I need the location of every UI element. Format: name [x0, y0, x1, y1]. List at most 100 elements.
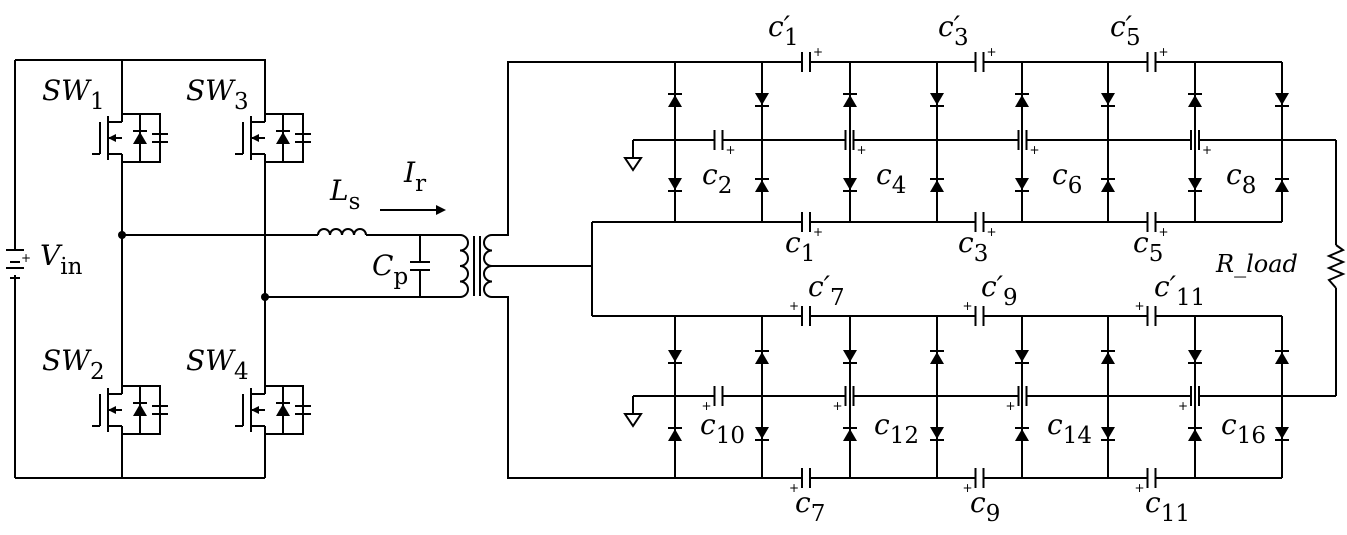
mosfet-switch — [92, 108, 168, 168]
capacitor — [713, 130, 724, 150]
diode-body — [1015, 95, 1029, 107]
diode-body — [1015, 178, 1029, 190]
diode-body — [1275, 352, 1289, 364]
diode — [1275, 178, 1289, 192]
capacitor — [974, 52, 985, 72]
diode — [755, 93, 769, 107]
diode — [1015, 93, 1029, 107]
label-switch: SW3 — [186, 74, 249, 115]
label-switch: SW4 — [186, 344, 249, 385]
capacitor-plus-sign: + — [856, 143, 866, 157]
mosfet-arrow — [251, 134, 259, 142]
label-cap-even-bot: c14 — [1047, 408, 1092, 449]
label-ir: Ir — [403, 156, 426, 197]
capacitor-plus-sign: + — [1005, 399, 1015, 413]
diode — [668, 93, 682, 107]
label-vin: Vin — [40, 239, 83, 280]
capacitor-plus-sign: + — [1158, 225, 1168, 239]
diode-body — [1188, 178, 1202, 190]
capacitor — [801, 306, 811, 326]
capacitor-plus-sign: + — [1202, 143, 1212, 157]
diode-body — [1101, 93, 1115, 105]
diode — [1015, 350, 1029, 364]
diode-body — [1101, 352, 1115, 364]
capacitor — [1146, 52, 1157, 72]
diode — [668, 427, 682, 441]
label-switch: SW1 — [42, 74, 105, 115]
capacitor-plus-sign: + — [986, 225, 996, 239]
diode-body — [755, 352, 769, 364]
label-cap-even-top: c4 — [876, 158, 906, 199]
diode — [755, 427, 769, 441]
label-cap-prime-bot: c′11 — [1154, 270, 1205, 311]
body-diode — [276, 132, 290, 144]
diode — [755, 350, 769, 364]
label-cap-even-top: c8 — [1226, 158, 1256, 199]
body-diode — [133, 404, 147, 416]
diode-body — [930, 352, 944, 364]
current-arrowhead — [436, 205, 446, 215]
diode-body — [1188, 350, 1202, 362]
diode-body — [755, 180, 769, 192]
capacitor-plus-sign: + — [1158, 45, 1168, 59]
capacitor-plus-sign: + — [1134, 299, 1144, 313]
ground-triangle — [623, 413, 643, 428]
label-cap-mid-top: c5 — [1133, 226, 1163, 267]
capacitor-plus-sign: + — [813, 225, 823, 239]
diode-body — [1275, 93, 1289, 105]
diode-body — [668, 429, 682, 441]
diode-body — [1101, 180, 1115, 192]
capacitor-plus-sign: + — [725, 143, 735, 157]
capacitor — [1017, 130, 1028, 150]
label-cap-even-bot: c16 — [1221, 408, 1266, 449]
label-ls: Ls — [329, 174, 360, 215]
diode — [843, 93, 857, 107]
diode-body — [843, 350, 857, 362]
capacitor — [974, 468, 985, 488]
diode-body — [843, 178, 857, 190]
capacitor-plus-sign: + — [789, 481, 799, 495]
capacitor-plus-sign: + — [1029, 143, 1039, 157]
capacitor — [801, 468, 811, 488]
label-cap-even-top: c2 — [702, 158, 732, 199]
capacitor — [713, 386, 724, 406]
label-rload: R_load — [1215, 250, 1298, 278]
body-diode — [133, 132, 147, 144]
body-diode — [276, 404, 290, 416]
wire — [492, 61, 675, 236]
label-cap-even-bot: c12 — [874, 408, 919, 449]
diode — [1275, 93, 1289, 107]
label-cap-even-bot: c10 — [700, 408, 745, 449]
diode-body — [1188, 95, 1202, 107]
label-cap-mid-top: c1 — [785, 226, 815, 267]
capacitor-plus-sign: + — [701, 399, 711, 413]
label-cp: Cp — [372, 249, 408, 290]
diode — [1101, 350, 1115, 364]
label-cap-prime-bot: c′7 — [808, 270, 845, 311]
diode-body — [1101, 427, 1115, 439]
diode — [930, 178, 944, 192]
diode — [930, 93, 944, 107]
diode-body — [1015, 350, 1029, 362]
capacitor — [801, 52, 811, 72]
diode — [668, 178, 682, 192]
capacitor-plus-sign: + — [1134, 481, 1144, 495]
mosfet-arrow — [108, 134, 116, 142]
label-cap-prime-top: c′3 — [938, 10, 969, 51]
capacitor — [1190, 130, 1200, 150]
label-cap-prime-top: c′5 — [1110, 10, 1141, 51]
battery-plus-sign: + — [21, 251, 31, 265]
diode — [1275, 350, 1289, 364]
diode-body — [1188, 429, 1202, 441]
mosfet-switch — [92, 380, 168, 440]
wire — [15, 59, 266, 120]
diode — [1101, 93, 1115, 107]
diode-body — [930, 427, 944, 439]
diode — [1015, 427, 1029, 441]
label-cap-bot: c7 — [795, 486, 825, 527]
capacitor — [844, 386, 855, 406]
label-cap-bot: c11 — [1145, 486, 1190, 527]
diode — [1188, 427, 1202, 441]
label-cap-mid-top: c3 — [958, 226, 988, 267]
